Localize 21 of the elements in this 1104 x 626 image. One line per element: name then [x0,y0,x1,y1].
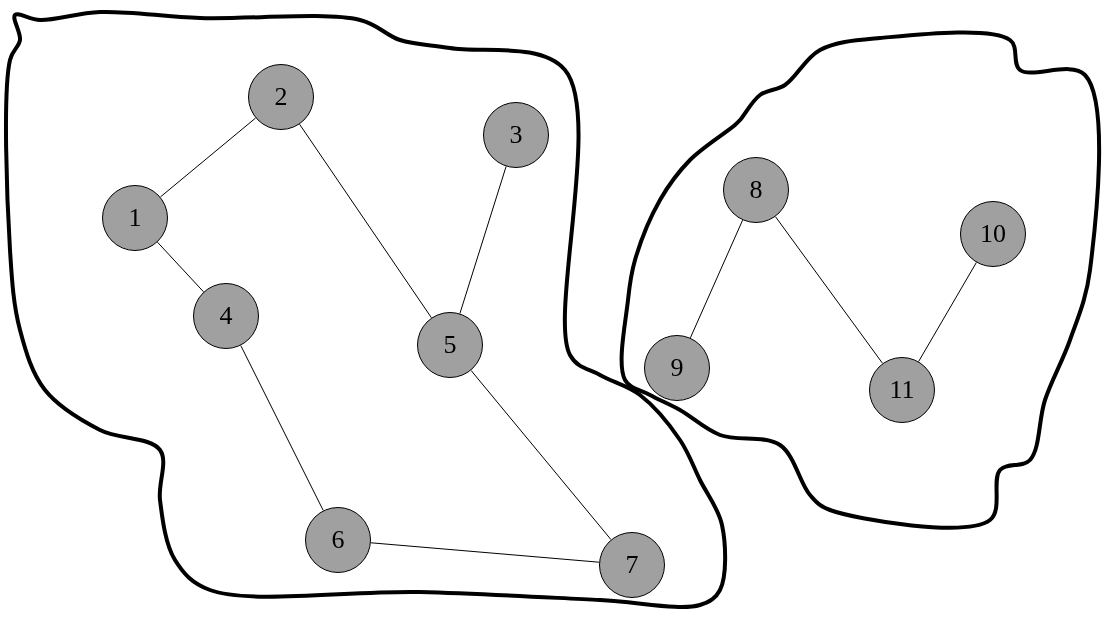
graph-vertex-circle: 4 [193,283,259,349]
connector-line [240,345,324,511]
connector-line [159,117,257,198]
graph-vertex-circle: 9 [644,335,710,401]
connector-line [918,262,977,362]
graph-vertex-circle: 5 [417,312,483,378]
connector-line [470,369,612,541]
connector-line [156,241,205,293]
connector-line [459,166,507,314]
connector-line [774,216,884,364]
graph-vertex-circle: 10 [960,201,1026,267]
connector-line [299,123,432,319]
graph-vertex-circle: 1 [102,185,168,251]
connector-line [689,219,744,339]
graph-vertex-circle: 7 [599,532,665,598]
graph-vertex-circle: 3 [483,102,549,168]
graph-vertex-circle: 2 [248,64,314,130]
connector-line [370,542,600,563]
graph-vertex-circle: 6 [305,507,371,573]
graph-vertex-circle: 8 [723,157,789,223]
graph-vertex-circle: 11 [869,357,935,423]
